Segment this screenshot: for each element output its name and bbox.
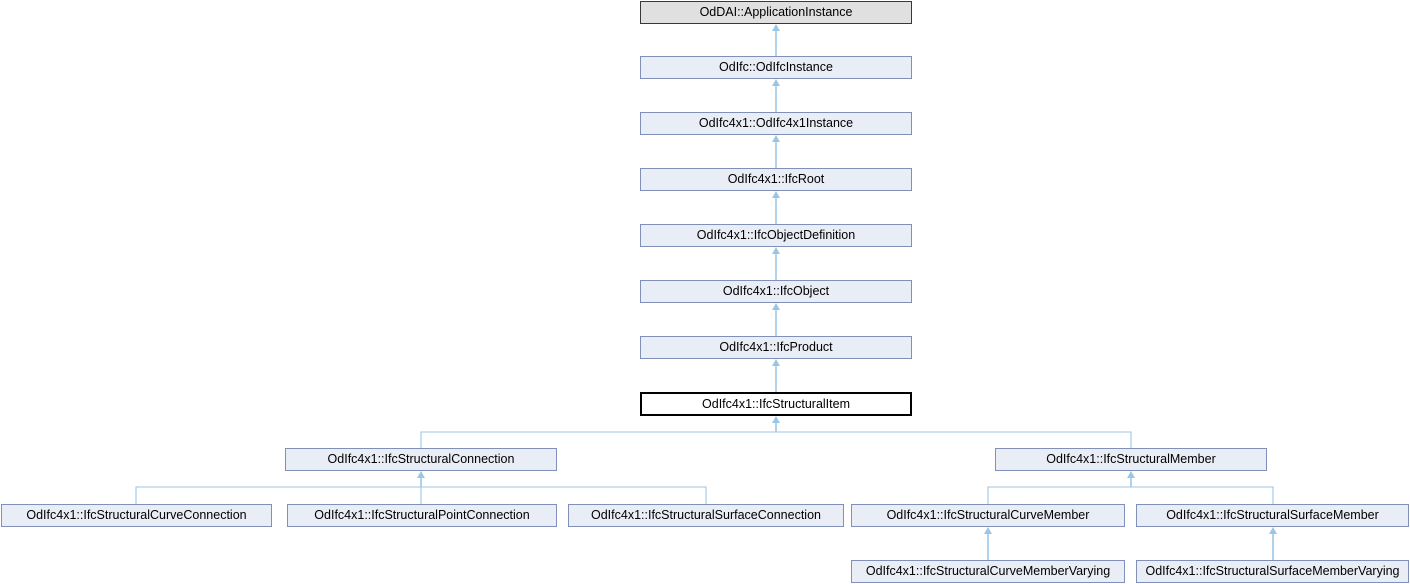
- edge-fork-structuralitem-children: [420, 416, 1132, 448]
- class-node-ifcstructuralcurveconnection[interactable]: OdIfc4x1::IfcStructuralCurveConnection: [1, 504, 272, 527]
- class-node-ifcobject[interactable]: OdIfc4x1::IfcObject: [640, 280, 912, 303]
- edge-odifc4x1instance-to-odifcinstance: [772, 79, 780, 112]
- class-node-ifcstructuralsurfacemembervarying[interactable]: OdIfc4x1::IfcStructuralSurfaceMemberVary…: [1136, 560, 1409, 583]
- edge-ifcobjectdefinition-to-ifcroot: [772, 191, 780, 224]
- class-node-ifcstructuralcurvemember[interactable]: OdIfc4x1::IfcStructuralCurveMember: [851, 504, 1125, 527]
- edge-odifcinstance-to-applicationinstance: [772, 24, 780, 56]
- edge-ifcstructuralitem-to-ifcproduct: [772, 359, 780, 392]
- class-node-oddai-applicationinstance: OdDAI::ApplicationInstance: [640, 1, 912, 24]
- class-node-ifcobjectdefinition[interactable]: OdIfc4x1::IfcObjectDefinition: [640, 224, 912, 247]
- class-node-ifcstructuralconnection[interactable]: OdIfc4x1::IfcStructuralConnection: [285, 448, 557, 471]
- class-node-ifcstructuralitem-current: OdIfc4x1::IfcStructuralItem: [640, 392, 912, 416]
- class-node-ifcstructuralsurfacemember[interactable]: OdIfc4x1::IfcStructuralSurfaceMember: [1136, 504, 1409, 527]
- edge-fork-structuralmember-children: [987, 471, 1274, 504]
- class-node-ifcstructuralmember[interactable]: OdIfc4x1::IfcStructuralMember: [995, 448, 1267, 471]
- class-node-odifc4x1-odifc4x1instance[interactable]: OdIfc4x1::OdIfc4x1Instance: [640, 112, 912, 135]
- edge-ifcobject-to-ifcobjectdefinition: [772, 247, 780, 280]
- class-node-ifcroot[interactable]: OdIfc4x1::IfcRoot: [640, 168, 912, 191]
- class-node-odifc-odifcinstance[interactable]: OdIfc::OdIfcInstance: [640, 56, 912, 79]
- class-node-ifcproduct[interactable]: OdIfc4x1::IfcProduct: [640, 336, 912, 359]
- edge-ifcroot-to-odifc4x1instance: [772, 135, 780, 168]
- class-node-ifcstructuralpointconnection[interactable]: OdIfc4x1::IfcStructuralPointConnection: [287, 504, 557, 527]
- edge-fork-structuralconnection-children: [135, 471, 707, 504]
- class-node-ifcstructuralcurvemembervarying[interactable]: OdIfc4x1::IfcStructuralCurveMemberVaryin…: [851, 560, 1125, 583]
- class-node-ifcstructuralsurfaceconnection[interactable]: OdIfc4x1::IfcStructuralSurfaceConnection: [568, 504, 844, 527]
- edge-ifcproduct-to-ifcobject: [772, 303, 780, 336]
- edge-curvemembervarying-to-curvemember: [984, 527, 992, 560]
- edge-surfacemembervarying-to-surfacemember: [1269, 527, 1277, 560]
